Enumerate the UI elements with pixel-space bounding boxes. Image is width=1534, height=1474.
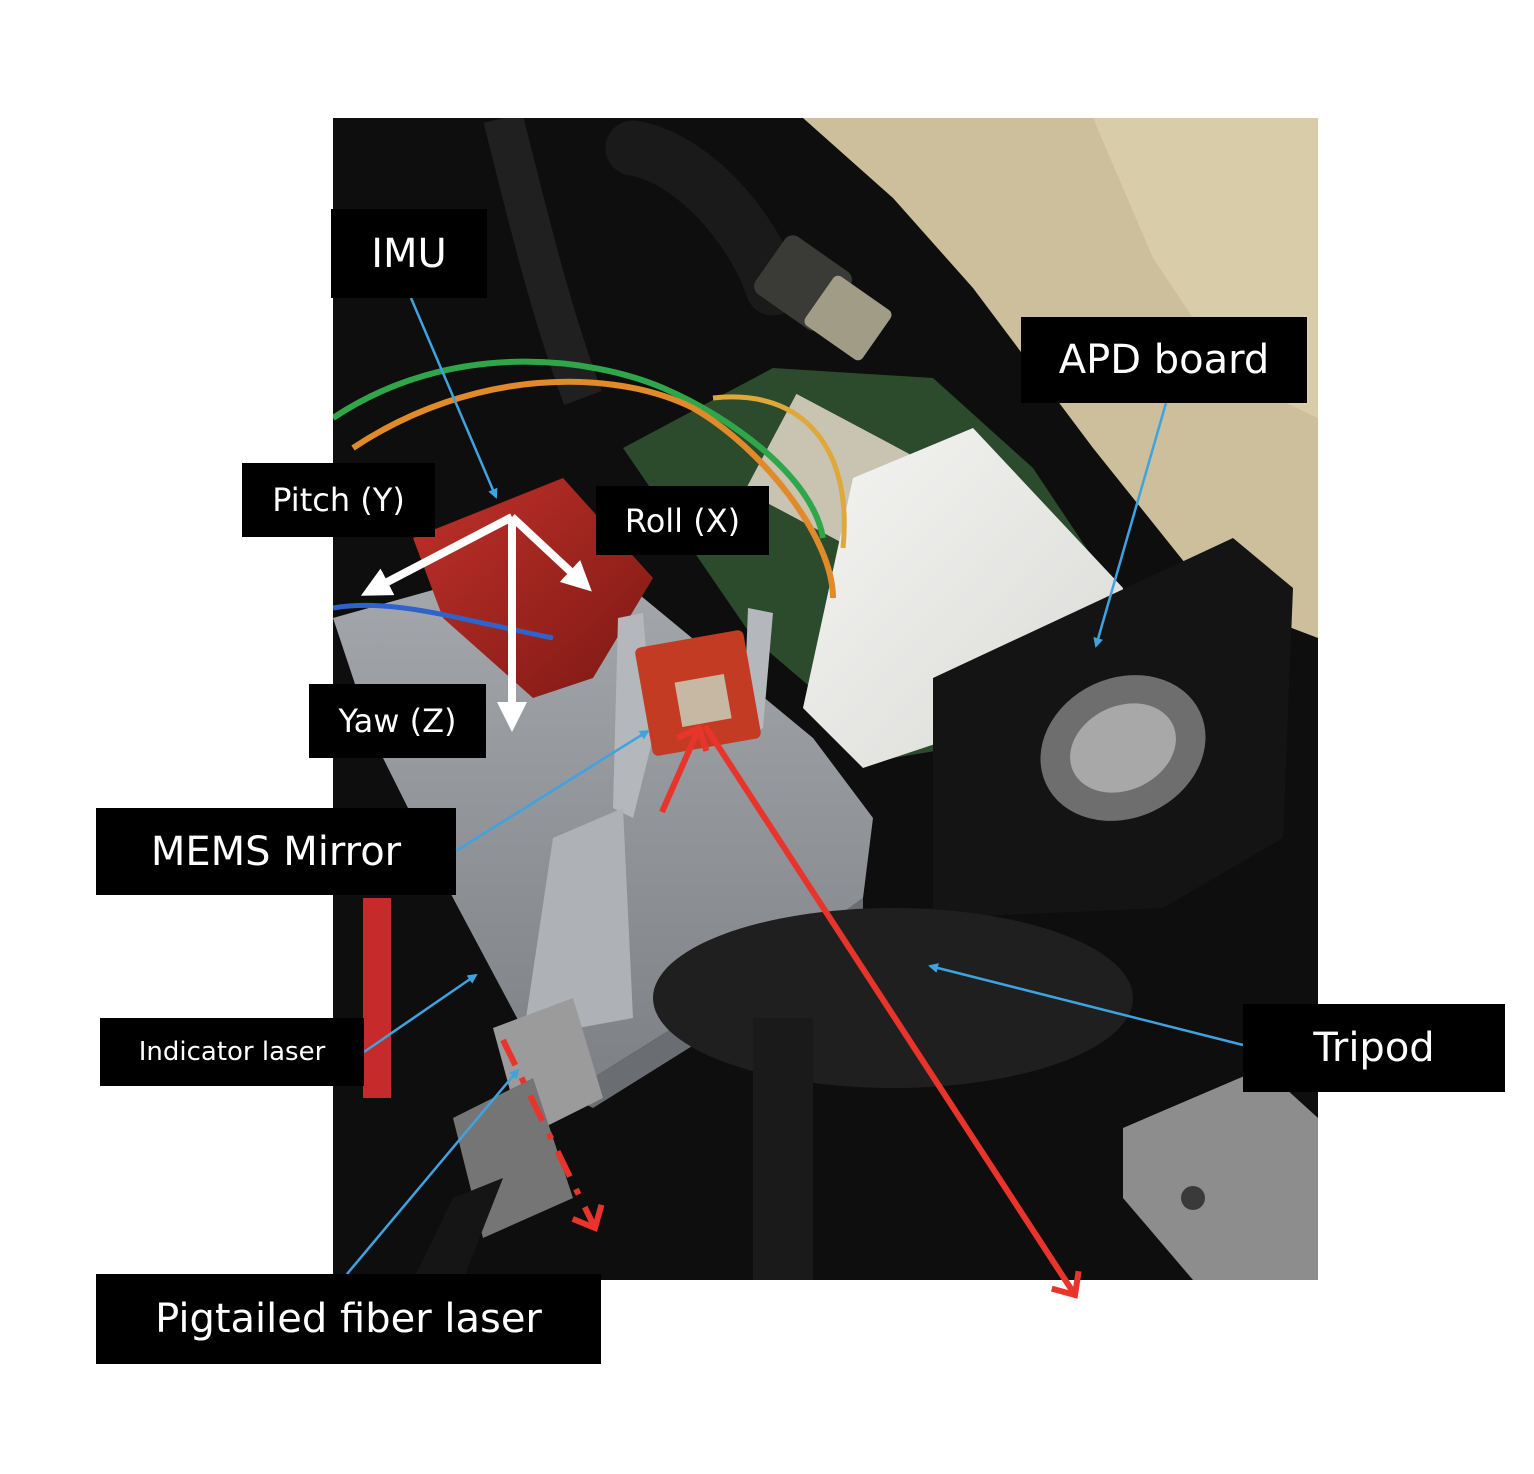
label-indicator-laser: Indicator laser bbox=[100, 1018, 364, 1086]
mems-mirror-chip bbox=[674, 673, 732, 727]
label-yaw: Yaw (Z) bbox=[309, 684, 486, 758]
yellow-wire bbox=[712, 394, 847, 549]
bracket-hole bbox=[1181, 1186, 1205, 1210]
photo-scene bbox=[333, 118, 1318, 1280]
black-cable bbox=[605, 120, 801, 316]
aluminum-bracket bbox=[1123, 1068, 1318, 1280]
red-cable-left bbox=[363, 898, 391, 1098]
tripod-head bbox=[653, 908, 1133, 1088]
label-roll: Roll (X) bbox=[596, 486, 769, 555]
device-photo bbox=[333, 118, 1318, 1280]
tripod-leg bbox=[753, 1018, 813, 1280]
brass-connector bbox=[804, 275, 892, 361]
label-mems-mirror: MEMS Mirror bbox=[96, 808, 456, 895]
label-fiber-laser: Pigtailed fiber laser bbox=[96, 1274, 601, 1364]
fiber-mount-tube bbox=[523, 808, 633, 1038]
blue-wire bbox=[333, 602, 554, 641]
label-tripod: Tripod bbox=[1243, 1004, 1505, 1092]
apd-lens-glass bbox=[1070, 703, 1176, 793]
label-apd-board: APD board bbox=[1021, 317, 1307, 403]
label-imu: IMU bbox=[331, 209, 487, 298]
label-pitch: Pitch (Y) bbox=[242, 463, 435, 537]
